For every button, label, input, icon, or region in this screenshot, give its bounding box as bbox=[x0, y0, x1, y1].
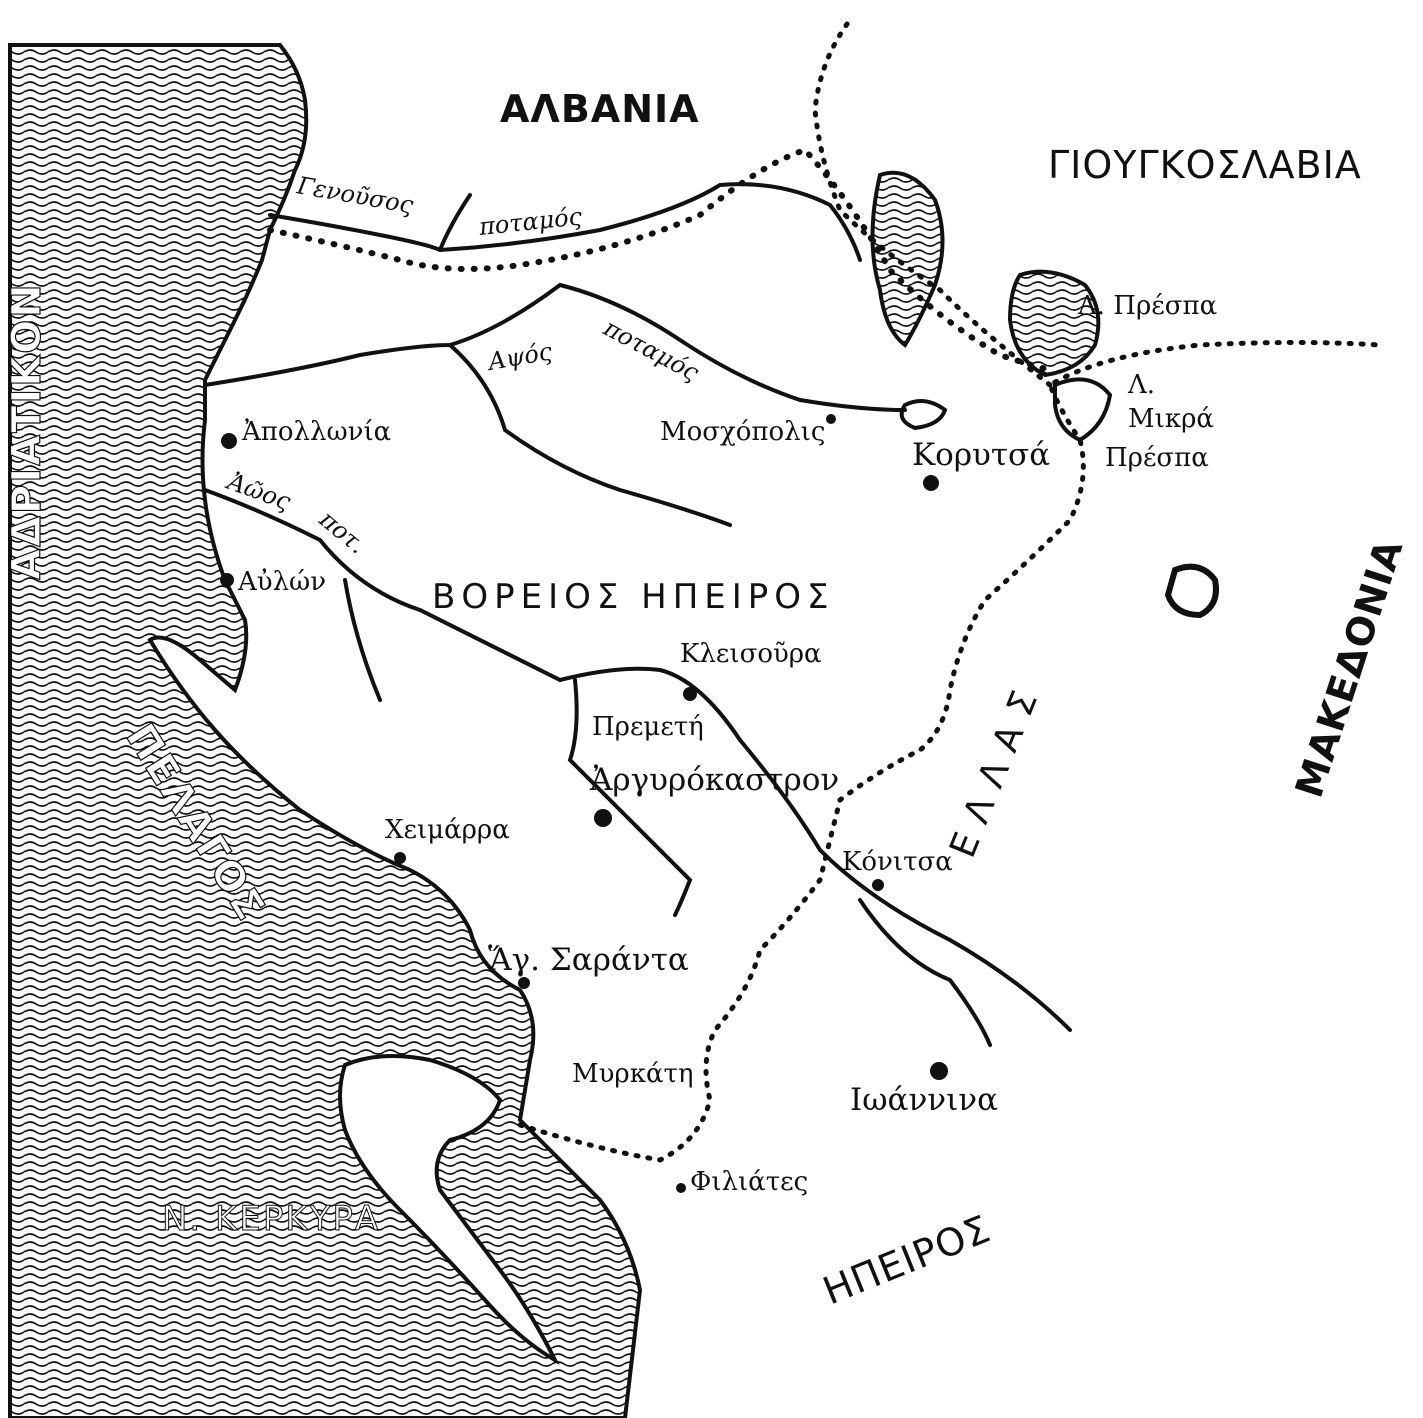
dot-koritsa bbox=[923, 475, 939, 491]
dot-kleisoura bbox=[683, 687, 697, 701]
label-river-apsos-1: Αψός bbox=[484, 337, 554, 376]
river-apsos bbox=[203, 282, 907, 412]
label-city-cheimarra: Χειμάρρα bbox=[385, 815, 510, 845]
label-sea-adriatic: ΑΔΡΙΑΤΙΚΟΝ bbox=[4, 282, 50, 580]
dot-moschopolis bbox=[826, 414, 836, 424]
label-city-apollonia: Ἀπολλωνία bbox=[241, 417, 391, 447]
sea-area bbox=[8, 43, 643, 1418]
lake-maliq bbox=[899, 399, 948, 431]
city-dots bbox=[220, 414, 948, 1193]
dot-konitsa bbox=[872, 879, 884, 891]
dot-agioi-saranta bbox=[518, 977, 530, 989]
label-epirus: ΗΠΕΙΡΟΣ bbox=[817, 1207, 997, 1314]
label-city-agioi-saranta: Ἅγ. Σαράντα bbox=[488, 942, 689, 978]
label-city-konitsa: Κόνιτσα bbox=[842, 847, 953, 877]
river-drino bbox=[567, 678, 693, 917]
label-city-markati: Μυρκάτη bbox=[572, 1059, 693, 1089]
dot-cheimarra bbox=[394, 852, 406, 864]
label-river-aoos-2: ποτ. bbox=[313, 505, 371, 560]
dot-avlon bbox=[220, 573, 234, 587]
label-hellas: ΕΛΛΑΣ bbox=[942, 672, 1051, 863]
label-lake-mikra-1: Λ. bbox=[1127, 370, 1155, 400]
border-greece-albania bbox=[517, 340, 1383, 1163]
river-genousos bbox=[268, 182, 862, 262]
label-lake-mikra-3: Πρέσπα bbox=[1105, 443, 1209, 473]
lake-ohrid bbox=[870, 170, 945, 348]
rivers bbox=[203, 182, 1072, 1047]
label-city-filiates: Φιλιάτες bbox=[690, 1167, 808, 1197]
corfu-island bbox=[338, 1054, 560, 1366]
lake-prespa bbox=[1007, 269, 1101, 378]
label-city-argyrokastron: Ἀργυρόκαστρον bbox=[589, 762, 839, 798]
label-lake-mikra-2: Μικρά bbox=[1128, 404, 1214, 434]
label-city-kleisoura: Κλεισοῦρα bbox=[680, 639, 822, 669]
label-river-genousos-1: Γενοῦσος bbox=[294, 171, 416, 219]
dot-ioannina bbox=[930, 1062, 948, 1080]
river-genousos-branch bbox=[438, 193, 472, 252]
border bbox=[267, 17, 1383, 1163]
river-aoos bbox=[203, 488, 1072, 1032]
river-apsos-branch bbox=[448, 343, 732, 527]
label-albania: ΑΛΒΑΝΙΑ bbox=[500, 87, 700, 131]
river-aoos-branch bbox=[343, 578, 382, 702]
label-city-avlon: Αὐλών bbox=[237, 567, 326, 597]
label-macedonia: ΜΑΚΕΔΟΝΙΑ bbox=[1287, 534, 1412, 803]
dot-apollonia bbox=[221, 433, 237, 449]
label-city-ioannina: Ιωάννινα bbox=[850, 1082, 998, 1118]
label-river-aoos-1: Ἀῶος bbox=[222, 467, 295, 516]
lake-kastoria bbox=[1164, 563, 1219, 619]
border-dotted-old bbox=[267, 146, 1053, 373]
border-albania-yugoslavia bbox=[812, 17, 1053, 388]
label-northern-epirus: ΒΟΡΕΙΟΣ ΗΠΕΙΡΟΣ bbox=[432, 577, 835, 617]
dot-filiates bbox=[676, 1183, 686, 1193]
dot-argyrokastron bbox=[594, 809, 612, 827]
river-konitsa-branch bbox=[858, 898, 992, 1047]
label-corfu: Ν. ΚΕΡΚΥΡΑ bbox=[162, 1199, 380, 1239]
label-yugoslavia: ΓΙΟΥΓΚΟΣΛΑΒΙΑ bbox=[1048, 143, 1362, 187]
label-city-premeti: Πρεμετή bbox=[592, 712, 704, 742]
label-city-moschopolis: Μοσχόπολις bbox=[660, 417, 825, 447]
label-lake-prespa: Λ. Πρέσπα bbox=[1077, 291, 1217, 321]
label-city-koritsa: Κορυτσά bbox=[912, 437, 1050, 473]
